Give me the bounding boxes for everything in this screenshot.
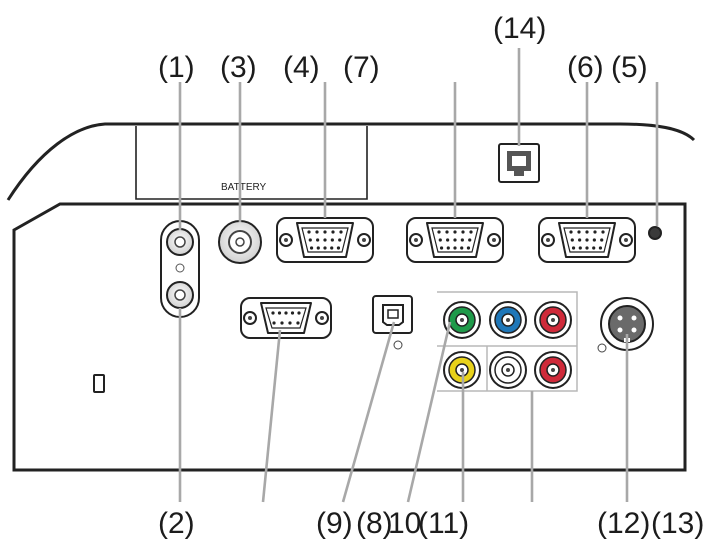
rca-jack-red-bottom <box>534 351 572 389</box>
callout-9: (9) <box>316 507 353 540</box>
battery-compartment <box>135 126 368 200</box>
projector-body: BATTERY <box>6 122 696 472</box>
indicator-hole <box>648 226 662 240</box>
callout-6: (6) <box>567 51 604 84</box>
ground-mark-icon <box>393 340 403 350</box>
leader-8 <box>261 329 282 503</box>
callout-14: (14) <box>493 12 546 45</box>
vga-port-6 <box>538 217 636 263</box>
callout-11: (11) <box>418 507 469 540</box>
lan-port-icon <box>507 151 531 176</box>
rca-jack-green <box>443 301 481 339</box>
s-video-port <box>597 297 654 353</box>
ground-mark-icon <box>597 343 607 353</box>
vga-port-7 <box>406 217 504 263</box>
ground-mark-icon <box>175 263 185 273</box>
rca-jack-white <box>489 351 527 389</box>
rca-jack-red-top <box>534 301 572 339</box>
rca-block-bracket <box>437 291 578 392</box>
leader-lines <box>178 48 659 503</box>
usb-b-port <box>372 295 413 350</box>
vga-port-4 <box>276 217 374 263</box>
serial-port-8 <box>240 297 332 339</box>
callout-12: (12) <box>597 507 650 540</box>
callout-8: (8) <box>356 507 393 540</box>
leader-10 <box>406 321 452 503</box>
housing-top-outline <box>6 122 696 201</box>
callout-4: (4) <box>283 51 320 84</box>
battery-label: BATTERY <box>221 182 267 193</box>
callout-3: (3) <box>220 51 257 84</box>
rear-panel-outline <box>12 202 687 472</box>
callout-5: (5) <box>611 51 648 84</box>
callout-13: (13) <box>651 507 704 540</box>
leader-9 <box>341 321 396 503</box>
kensington-lock-icon <box>93 374 105 393</box>
rca-jack-blue <box>489 301 527 339</box>
callout-10: 10 <box>388 507 421 540</box>
callout-labels: (1) (3) (4) (7) (14) (6) (5) (2) (9) (8)… <box>158 12 704 540</box>
rca-jack-yellow <box>443 351 481 389</box>
callout-1: (1) <box>158 51 195 84</box>
usb-b-port-icon <box>382 304 404 326</box>
lan-port <box>498 143 540 183</box>
audio-jack-pair <box>160 220 200 318</box>
jack-3 <box>218 220 262 264</box>
rca-jack-block <box>437 291 578 392</box>
callout-2: (2) <box>158 507 195 540</box>
callout-7: (7) <box>343 51 380 84</box>
